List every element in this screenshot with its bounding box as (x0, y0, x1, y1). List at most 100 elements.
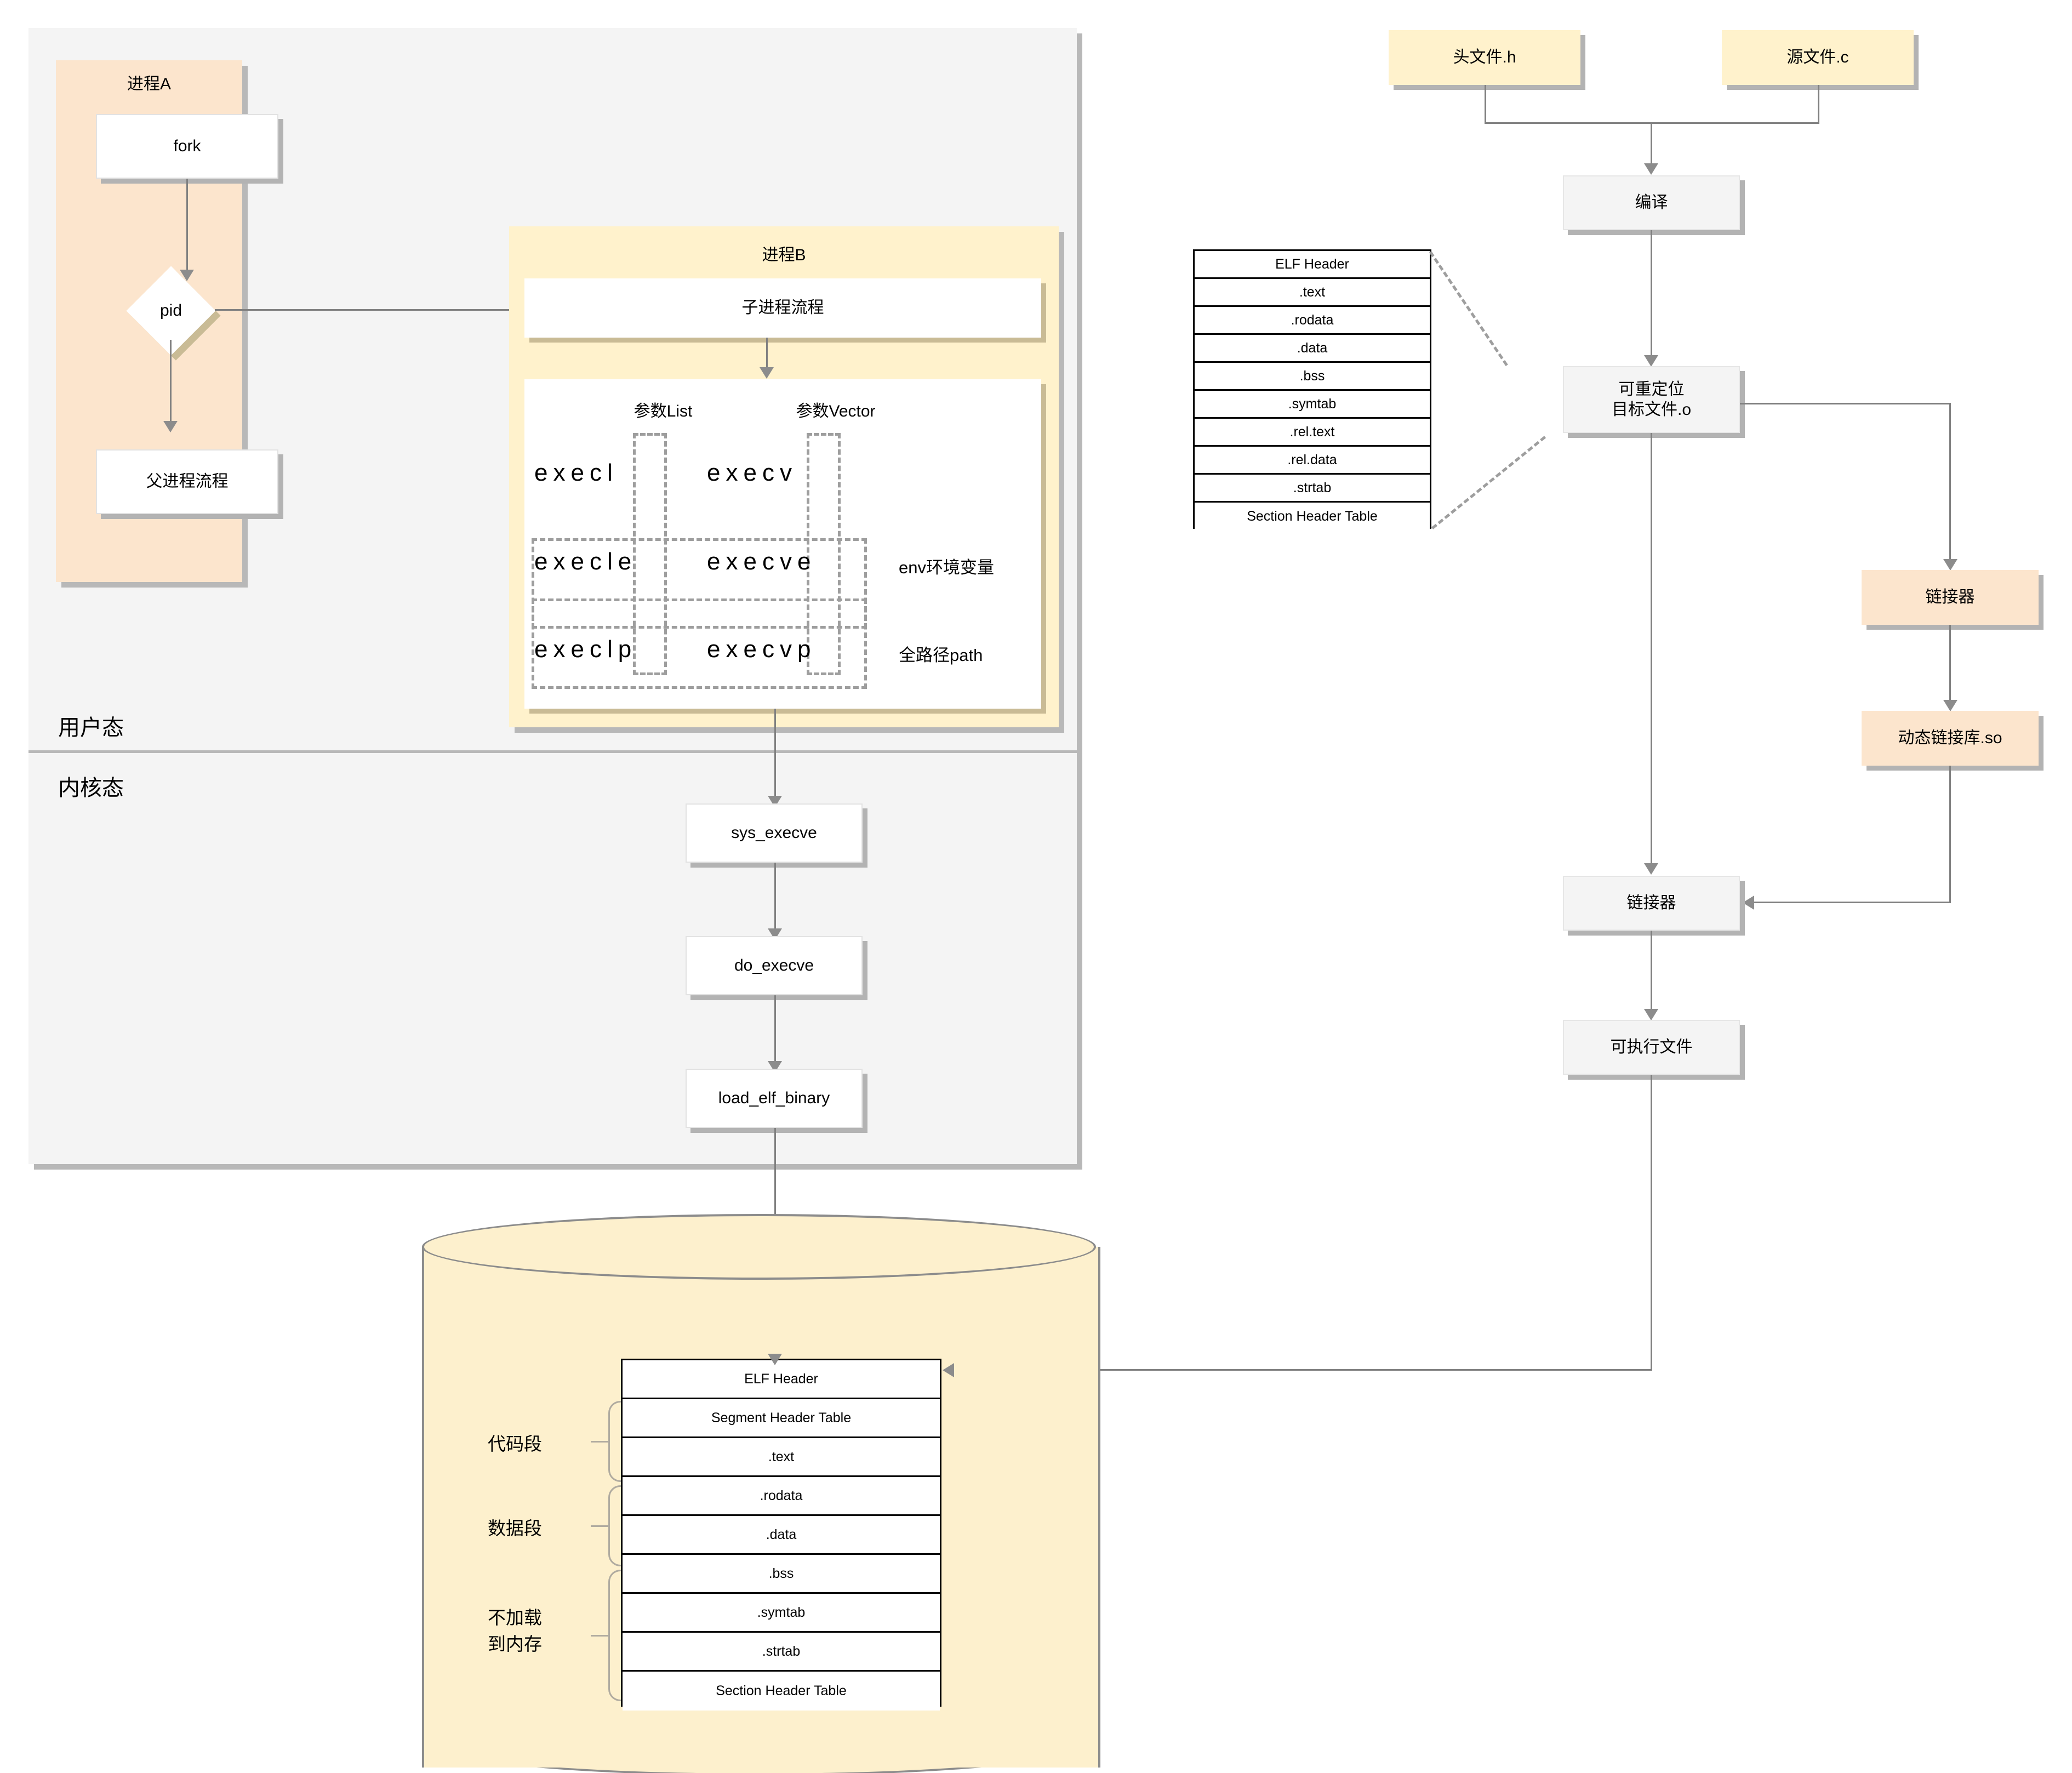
dynamic-linker-label: 链接器 (1925, 588, 1975, 607)
edge-compile-obj-arrowhead (1644, 355, 1658, 367)
edge-fork-pid (186, 179, 188, 272)
user-mode-label: 用户态 (58, 716, 124, 740)
exec-col-header-vector: 参数Vector (796, 402, 876, 420)
relocatable-object-line2: 目标文件.o (1611, 401, 1692, 419)
object-elf-row: .bss (1195, 363, 1430, 391)
edge-exe-memory-v (1651, 1075, 1652, 1371)
parent-flow-label: 父进程流程 (146, 472, 229, 491)
edge-exe-memory-h (954, 1369, 1652, 1371)
compile-label: 编译 (1635, 193, 1668, 212)
edge-merge-compile-arrowhead (1644, 163, 1658, 175)
shared-object-label: 动态链接库.so (1898, 729, 2002, 748)
exec-cell-execv: execv (707, 459, 797, 486)
edge-dynlinker-so-arrowhead (1943, 700, 1957, 711)
sys-execve-node[interactable]: sys_execve (686, 803, 863, 863)
header-file-label: 头文件.h (1453, 48, 1516, 67)
exec-col-header-list: 参数List (633, 402, 693, 420)
final-linker-node[interactable]: 链接器 (1563, 876, 1740, 931)
object-elf-row: .symtab (1195, 391, 1430, 419)
kernel-mode-label: 内核态 (58, 776, 124, 800)
memory-elf-row: .bss (623, 1555, 940, 1594)
source-file-label: 源文件.c (1786, 48, 1849, 67)
brace-notload-segment-stem (591, 1635, 609, 1637)
edge-sysexecve-doexecve (774, 863, 776, 931)
dashbox-row-p (532, 598, 867, 689)
edge-pid-parent (170, 340, 172, 423)
memory-elf-row: .text (623, 1438, 940, 1477)
header-file-node[interactable]: 头文件.h (1389, 30, 1580, 85)
edge-so-linker-v (1949, 766, 1951, 903)
sys-execve-label: sys_execve (731, 824, 817, 842)
memory-elf-row: .symtab (623, 1594, 940, 1633)
object-elf-callout-top (1429, 251, 1508, 367)
pid-label: pid (159, 301, 182, 320)
memory-elf-row: .strtab (623, 1633, 940, 1672)
memory-cylinder-top (422, 1214, 1096, 1280)
executable-node[interactable]: 可执行文件 (1563, 1020, 1740, 1075)
dynamic-linker-node[interactable]: 链接器 (1862, 570, 2039, 625)
edge-pid-procb (215, 309, 515, 311)
fork-node[interactable]: fork (96, 114, 278, 179)
shared-object-node[interactable]: 动态链接库.so (1862, 711, 2039, 766)
edge-obj-linker (1651, 433, 1652, 866)
object-elf-row: .strtab (1195, 475, 1430, 503)
segment-label-notload-line1: 不加载 (488, 1607, 542, 1628)
memory-elf-row: .data (623, 1516, 940, 1555)
dashbox-column-v (807, 433, 841, 675)
object-elf-row: .rel.data (1195, 447, 1430, 475)
parent-flow-node[interactable]: 父进程流程 (96, 449, 278, 514)
memory-elf-row: .rodata (623, 1477, 940, 1516)
edge-obj-to-dynlinker-h (1740, 403, 1951, 404)
final-linker-label: 链接器 (1626, 894, 1676, 913)
do-execve-label: do_execve (734, 956, 814, 975)
edge-so-linker-arrowhead (1743, 896, 1754, 910)
edge-so-linker-h (1754, 902, 1951, 903)
segment-label-data: 数据段 (488, 1518, 542, 1538)
edge-linker-exe-arrowhead (1644, 1009, 1658, 1021)
edge-obj-linker-arrowhead (1644, 863, 1658, 875)
object-elf-row: .text (1195, 279, 1430, 307)
executable-label: 可执行文件 (1610, 1038, 1693, 1057)
child-flow-node[interactable]: 子进程流程 (524, 278, 1041, 338)
process-a-title: 进程A (127, 75, 171, 93)
load-elf-binary-node[interactable]: load_elf_binary (686, 1069, 863, 1128)
exec-note-env: env环境变量 (899, 558, 994, 577)
edge-obj-to-dynlinker-v (1949, 403, 1951, 562)
exec-cell-execvp: execvp (707, 636, 817, 663)
relocatable-object-line1: 可重定位 (1618, 380, 1685, 398)
memory-elf-row: ELF Header (623, 1360, 940, 1399)
relocatable-object-node[interactable]: 可重定位 目标文件.o (1563, 366, 1740, 433)
object-elf-row: Section Header Table (1195, 503, 1430, 531)
exec-cell-execle: execle (534, 548, 637, 575)
edge-pid-parent-arrowhead (163, 421, 178, 432)
object-elf-row: ELF Header (1195, 251, 1430, 279)
segment-label-code: 代码段 (488, 1434, 542, 1454)
source-file-node[interactable]: 源文件.c (1722, 30, 1914, 85)
fork-label: fork (173, 137, 201, 156)
edge-linker-exe (1651, 931, 1652, 1012)
load-elf-binary-label: load_elf_binary (718, 1089, 830, 1108)
edge-dynlinker-so (1949, 625, 1951, 703)
edge-compile-obj (1651, 230, 1652, 357)
memory-elf-row: Segment Header Table (623, 1399, 940, 1438)
edge-source-down (1818, 85, 1819, 123)
exec-cell-execve: execve (707, 548, 817, 575)
memory-elf-table: ELF Header Segment Header Table .text .r… (621, 1359, 941, 1711)
brace-code-segment-stem (591, 1441, 609, 1443)
edge-merge-to-compile (1651, 122, 1652, 166)
exec-note-path: 全路径path (899, 646, 983, 665)
exec-cell-execlp: execlp (534, 636, 637, 663)
edge-obj-dynlinker-arrowhead (1943, 559, 1957, 571)
pid-decision-node[interactable]: pid (126, 266, 221, 361)
dashbox-column-l (633, 433, 667, 675)
do-execve-node[interactable]: do_execve (686, 936, 863, 995)
edge-exec-sysexecve (774, 709, 776, 799)
mode-divider (28, 750, 1077, 753)
object-elf-callout-bottom (1431, 436, 1546, 529)
segment-label-notload-line2: 到内存 (488, 1634, 542, 1654)
object-elf-row: .rel.text (1195, 419, 1430, 447)
edge-exe-memory-arrowhead (943, 1363, 954, 1377)
object-elf-row: .data (1195, 335, 1430, 363)
compile-node[interactable]: 编译 (1563, 175, 1740, 230)
object-elf-table: ELF Header .text .rodata .data .bss .sym… (1193, 249, 1431, 531)
